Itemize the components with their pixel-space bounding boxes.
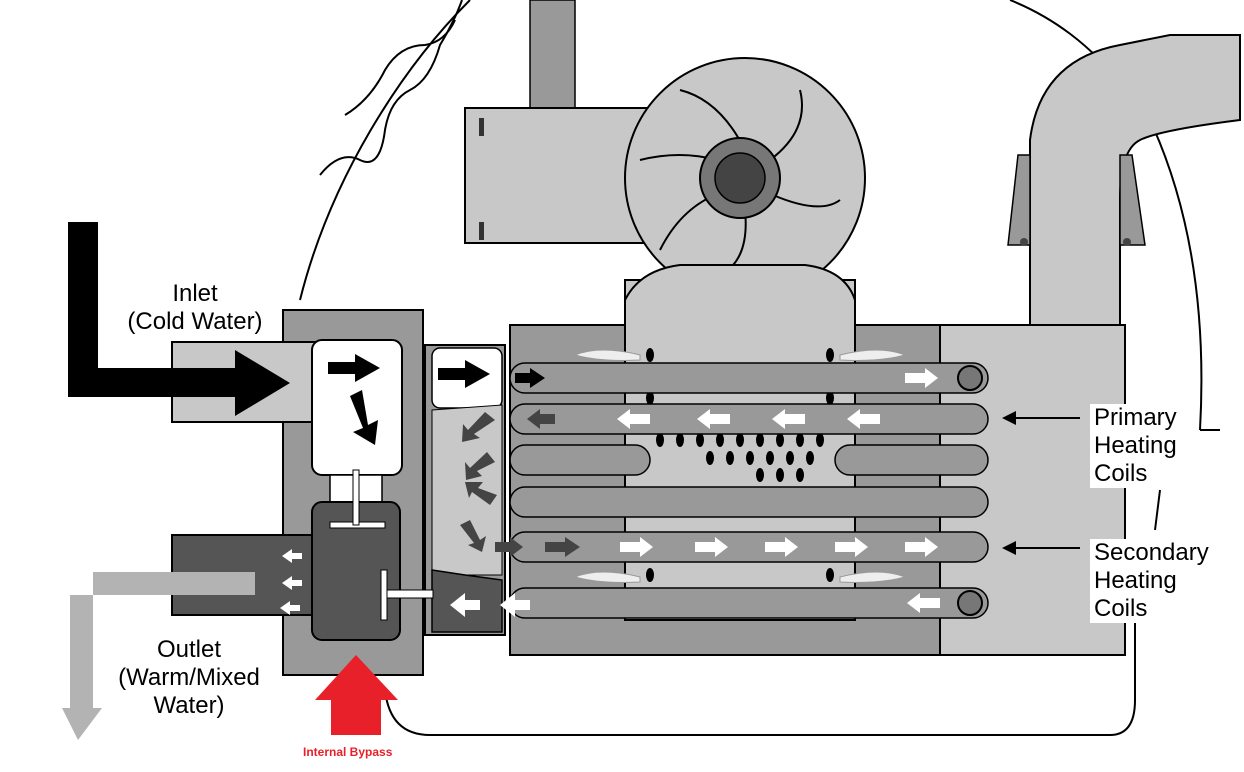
bypass-stem — [384, 589, 434, 599]
vent-squiggle-2 — [344, 19, 456, 116]
primary-coils-label: Primary Heating Coils — [1090, 404, 1181, 488]
inlet-arrow — [68, 222, 290, 416]
inlet-label-line2: (Cold Water) — [127, 308, 263, 335]
casing-outline-right — [1009, 0, 1101, 61]
casing-bottom — [384, 540, 1136, 736]
primary-label-line3: Coils — [1094, 460, 1148, 487]
primary-label-line1: Primary — [1094, 404, 1177, 431]
coil-2 — [509, 403, 989, 435]
coil-3a — [509, 444, 651, 476]
casing-outline — [299, 0, 471, 301]
blower-slot-2 — [479, 222, 484, 240]
coil-flow-arrows — [617, 368, 940, 613]
secondary-coils-label: Secondary Heating Coils — [1090, 539, 1213, 623]
exhaust-collar-left — [1007, 154, 1031, 246]
bypass-plate — [380, 569, 388, 621]
coil-1 — [509, 362, 989, 394]
outlet-label-line2: (Warm/Mixed — [118, 664, 260, 691]
mixer-stem — [352, 469, 360, 526]
outlet-label-line1: Outlet — [156, 636, 222, 663]
secondary-bracket — [1154, 489, 1161, 531]
combustion-chamber — [624, 279, 856, 621]
chimney — [529, 0, 576, 109]
primary-label-line2: Heating — [1094, 432, 1177, 459]
valve-flow-arrows — [328, 354, 545, 445]
outlet-label-line3: Water) — [153, 692, 225, 719]
return-flow-arrows — [460, 409, 580, 557]
secondary-label-line2: Heating — [1094, 567, 1177, 594]
coil-pointers — [1002, 411, 1080, 555]
bypass-flow-arrows — [280, 549, 530, 617]
secondary-label-line1: Secondary — [1094, 539, 1209, 566]
casing-right — [1149, 119, 1203, 431]
vent-squiggle-1 — [319, 0, 463, 176]
combustion-dome — [624, 264, 856, 301]
outlet-label: Outlet (Warm/Mixed Water) — [96, 636, 282, 720]
coil-4 — [509, 486, 989, 518]
internal-bypass-arrow — [315, 655, 398, 735]
inlet-label: Inlet (Cold Water) — [107, 280, 283, 336]
exhaust-collar-right — [1119, 154, 1146, 246]
fan-hub-inner — [714, 152, 766, 204]
coil-3b — [834, 444, 989, 476]
secondary-label-line3: Coils — [1094, 595, 1148, 622]
internal-bypass-label: Internal Bypass — [303, 745, 393, 759]
outlet-arrow — [62, 572, 255, 740]
inlet-label-line1: Inlet — [172, 280, 218, 307]
blower-slot-1 — [479, 118, 484, 136]
